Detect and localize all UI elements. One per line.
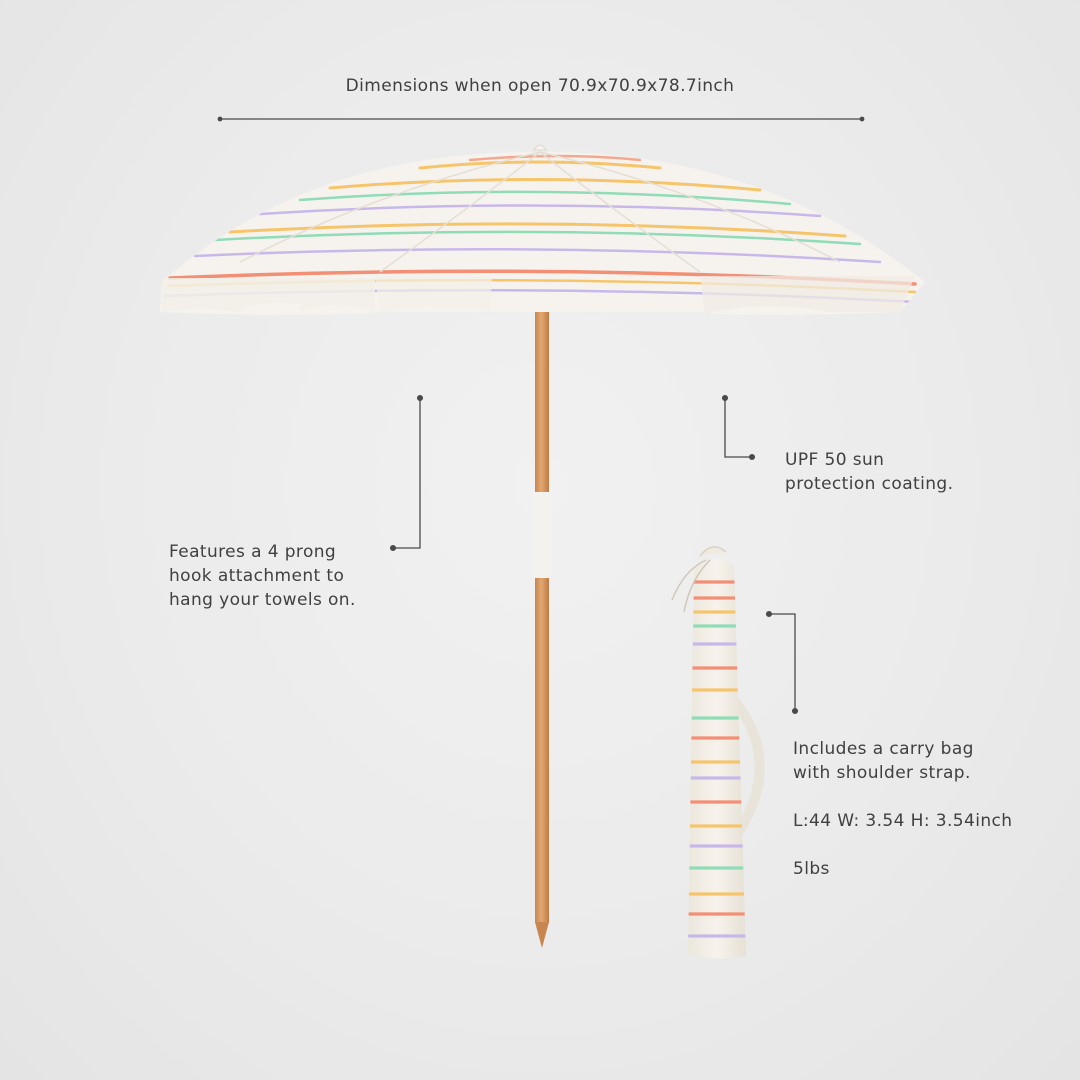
dimension-line [217,116,865,122]
bag-feature-line: with shoulder strap. [793,763,971,783]
hook-feature-line: hang your towels on. [169,590,356,610]
bag-feature-text: Includes a carry bag with shoulder strap… [793,737,1053,785]
hook-feature-line: hook attachment to [169,566,345,586]
hook-feature-text: Features a 4 prong hook attachment to ha… [169,540,389,612]
umbrella-pole [533,312,551,948]
carry-bag [671,546,765,959]
dimensions-title: Dimensions when open 70.9x70.9x78.7inch [345,76,735,96]
bag-dimensions-text: L:44 W: 3.54 H: 3.54inch [793,811,1013,831]
upf-feature-line: protection coating. [785,474,954,494]
upf-feature-text: UPF 50 sun protection coating. [785,448,1025,496]
upf-feature-line: UPF 50 sun [785,450,885,470]
bag-weight-text: 5lbs [793,859,830,879]
callout-upf-connector [721,394,756,461]
callout-hook-connector [389,394,424,552]
beach-umbrella [160,144,925,948]
callout-bag-connector [765,610,799,715]
bag-feature-line: Includes a carry bag [793,739,974,759]
hook-feature-line: Features a 4 prong [169,542,337,562]
umbrella-canopy [160,144,925,315]
